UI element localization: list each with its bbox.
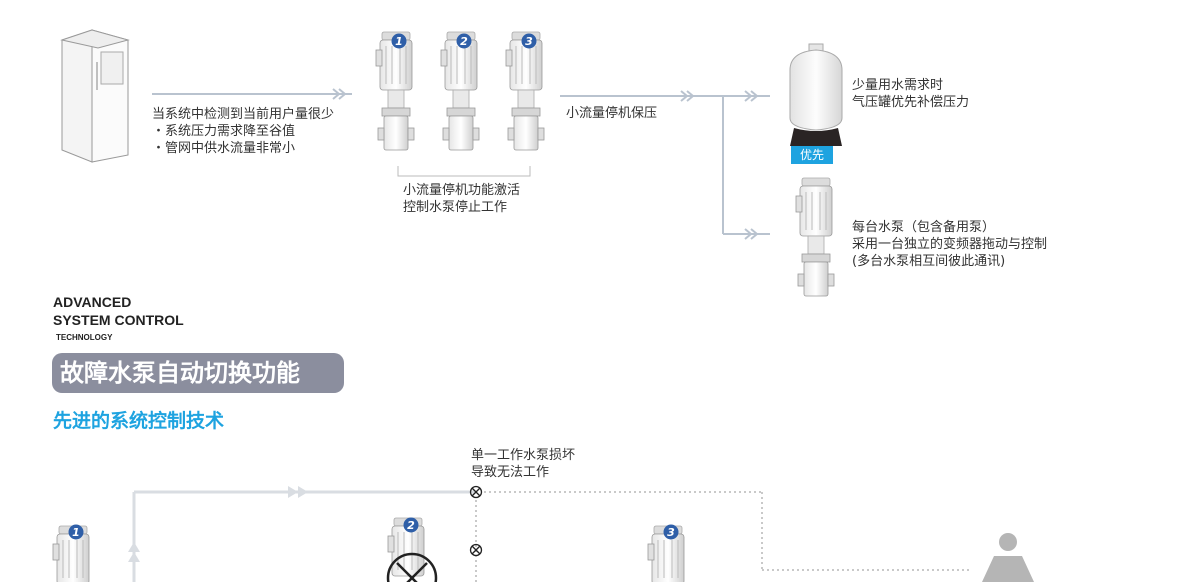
- pump-group-top: [375, 31, 545, 151]
- flow-arrow-to-tank: [560, 90, 770, 240]
- pump-bracket: [397, 166, 531, 177]
- pump-badge-bottom-1: 1: [72, 526, 80, 539]
- pump-badge-1: 1: [395, 35, 403, 48]
- section-title: 故障水泵自动切换功能: [52, 353, 344, 393]
- fault-x-icon: [469, 485, 483, 499]
- pump-stop-note: 小流量停机功能激活 控制水泵停止工作: [403, 183, 521, 215]
- fault-note: 单一工作水泵损坏 导致无法工作: [471, 448, 576, 480]
- brand-line1: ADVANCED: [53, 294, 132, 310]
- brand-line3: TECHNOLOGY: [56, 333, 113, 342]
- section-subtitle: 先进的系统控制技术: [53, 410, 225, 432]
- flow-arrow-to-pumps: [152, 88, 352, 100]
- tank-note: 少量用水需求时 气压罐优先补偿压力: [852, 78, 970, 110]
- flow-arrow-up: [128, 542, 140, 552]
- flow-arrow-right: [288, 486, 298, 498]
- pump-number-badges-bottom: [68, 517, 679, 540]
- brand-line2: SYSTEM CONTROL: [53, 312, 184, 328]
- pump-badge-3: 3: [525, 35, 533, 48]
- bottom-diagram: [52, 485, 1034, 582]
- control-cabinet-icon: [60, 29, 130, 163]
- broken-pump-x-icon: [386, 552, 438, 582]
- pump-control-note: 每台水泵（包含备用泵） 采用一台独立的变频器拖动与控制 (多台水泵相互间彼此通讯…: [852, 220, 1048, 269]
- pump-badge-2: 2: [460, 35, 468, 48]
- pump-number-badges-top: [391, 33, 537, 49]
- top-diagram: [60, 29, 843, 297]
- pressure-tank-icon: [789, 43, 843, 146]
- fault-x-icon-2: [469, 543, 483, 557]
- main-flow-line: [132, 490, 476, 582]
- user-person-icon: [982, 533, 1034, 582]
- pump-badge-bottom-3: 3: [667, 526, 675, 539]
- pump-standalone-icon: [795, 177, 835, 297]
- priority-badge: 优先: [791, 146, 834, 164]
- low-demand-note: 当系统中检测到当前用户量很少 ・系统压力需求降至谷值 ・管网中供水流量非常小: [152, 107, 335, 156]
- fault-dotted-line: [475, 491, 972, 582]
- pump-badge-bottom-2: 2: [407, 519, 415, 532]
- flow-label: 小流量停机保压: [566, 106, 658, 121]
